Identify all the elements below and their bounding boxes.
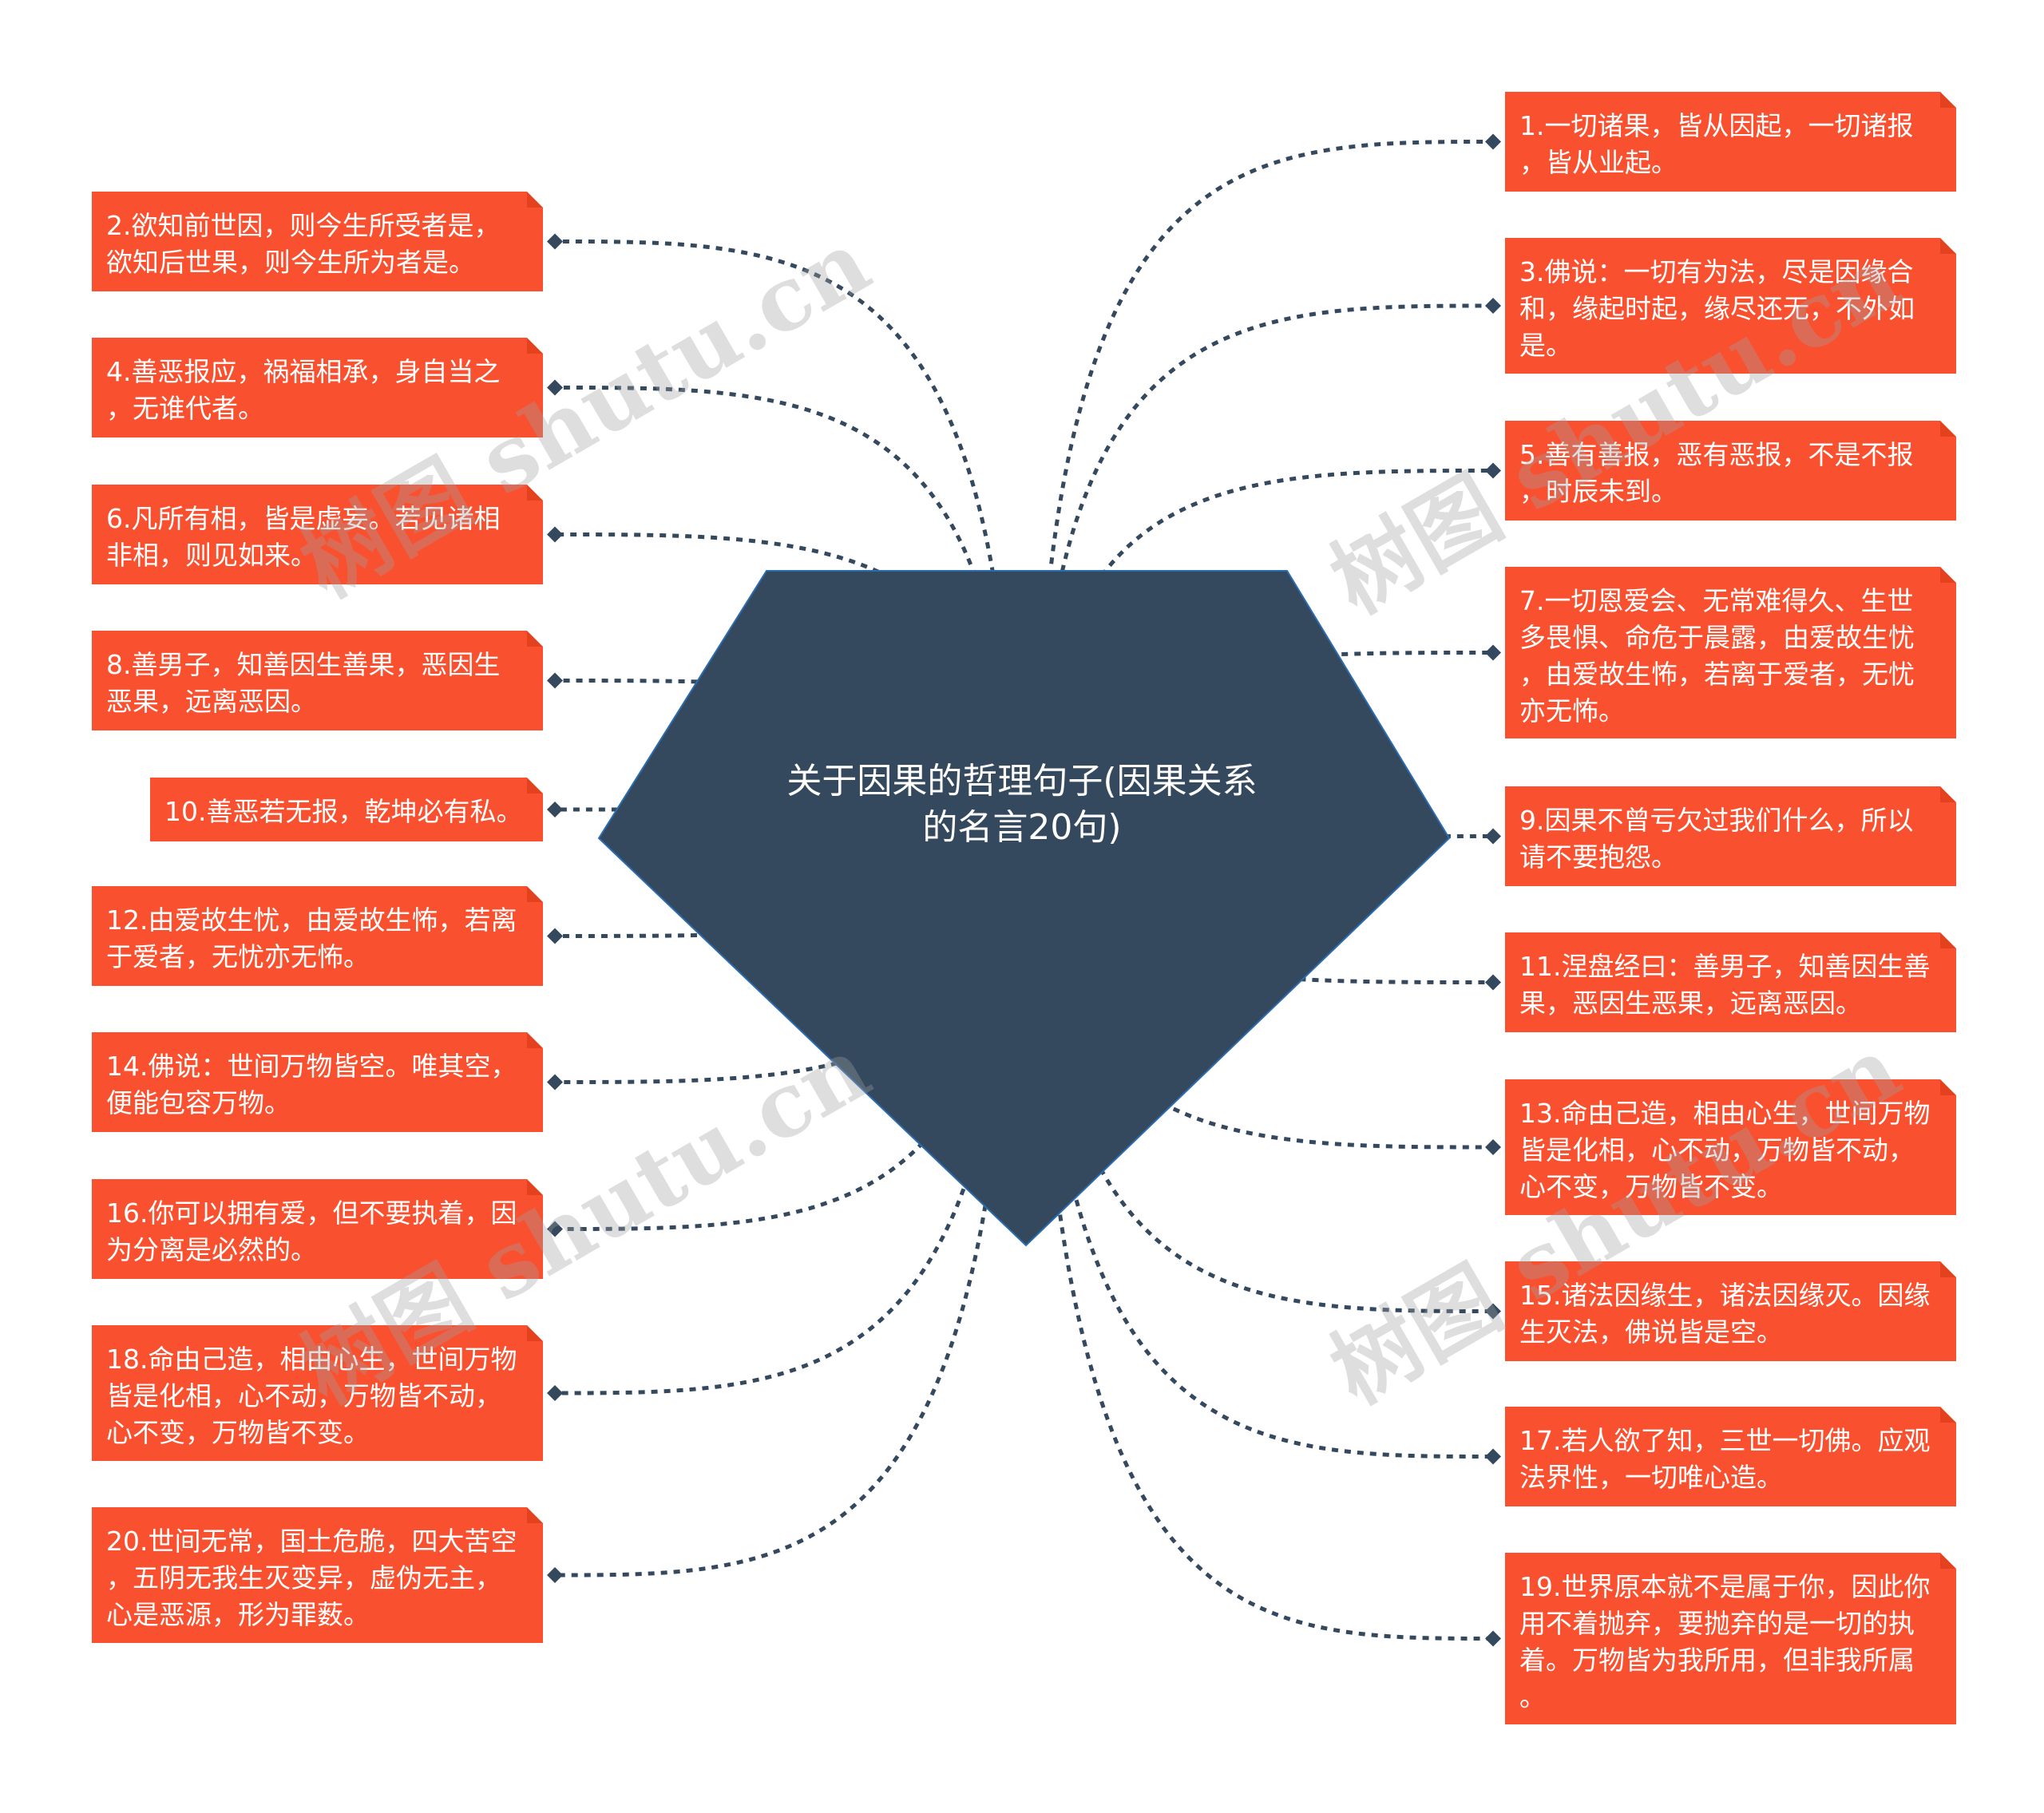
topic-node-7[interactable]: 7.一切恩爱会、无常难得久、生世 多畏惧、命危于晨露，由爱故生忧 ，由爱故生怖，… — [1505, 567, 1956, 738]
topic-node-17[interactable]: 17.若人欲了知，三世一切佛。应观 法界性，一切唯心造。 — [1505, 1407, 1956, 1506]
topic-node-3[interactable]: 3.佛说：一切有为法，尽是因缘合 和，缘起时起，缘尽还无，不外如 是。 — [1505, 238, 1956, 374]
connector-dot-12 — [547, 928, 563, 944]
connector-dot-19 — [1485, 1630, 1501, 1647]
connector-dot-11 — [1485, 974, 1501, 991]
connector-line-16 — [554, 969, 1003, 1231]
connector-line-19 — [1046, 1113, 1494, 1641]
connector-line-20 — [554, 1091, 1003, 1577]
connector-dot-14 — [547, 1074, 563, 1091]
connector-dot-20 — [547, 1567, 563, 1583]
connector-dot-16 — [547, 1221, 563, 1237]
topic-node-2[interactable]: 2.欲知前世因，则今生所受者是， 欲知后世果，则今生所为者是。 — [92, 192, 543, 291]
connector-line-2 — [554, 239, 1003, 625]
connector-dots — [547, 133, 1501, 1647]
connector-dot-10 — [547, 802, 563, 817]
connector-line-11 — [1046, 882, 1494, 984]
topic-node-16[interactable]: 16.你可以拥有爱，但不要执着，因 为分离是必然的。 — [92, 1179, 543, 1279]
connector-line-3 — [1046, 303, 1494, 647]
connector-dot-5 — [1485, 462, 1501, 479]
connector-dot-13 — [1485, 1139, 1501, 1155]
connector-dot-9 — [1485, 828, 1501, 845]
center-topic[interactable]: 关于因果的哲理句子(因果关系的名言20句) — [786, 761, 1258, 848]
topic-node-20[interactable]: 20.世间无常，国土危脆，四大苦空 ，五阴无我生灭变异，虚伪无主， 心是恶源，形… — [92, 1507, 543, 1643]
topic-node-1[interactable]: 1.一切诸果，皆从因起，一切诸报 ，皆从业起。 — [1505, 92, 1956, 192]
connector-dot-6 — [547, 526, 563, 543]
topic-node-14[interactable]: 14.佛说：世间万物皆空。唯其空， 便能包容万物。 — [92, 1032, 543, 1132]
connector-dot-7 — [1485, 644, 1501, 661]
connector-dot-17 — [1485, 1448, 1501, 1465]
center-pentagon[interactable] — [597, 570, 1451, 1247]
connector-line-17 — [1046, 1049, 1494, 1459]
connector-line-8 — [554, 679, 1003, 779]
connector-dot-15 — [1485, 1303, 1501, 1320]
topic-node-19[interactable]: 19.世界原本就不是属于你，因此你 用不着抛弃，要抛弃的是一切的执 着。万物皆为… — [1505, 1553, 1956, 1724]
connector-dot-4 — [547, 379, 563, 396]
topic-node-13[interactable]: 13.命由己造，相由心生，世间万物 皆是化相，心不动，万物皆不动， 心不变，万物… — [1505, 1079, 1956, 1215]
topic-node-12[interactable]: 12.由爱故生忧，由爱故生怖，若离 于爱者，无忧亦无怖。 — [92, 886, 543, 986]
connector-dot-3 — [1485, 298, 1501, 314]
topic-node-9[interactable]: 9.因果不曾亏欠过我们什么，所以 请不要抱怨。 — [1505, 786, 1956, 886]
topic-node-8[interactable]: 8.善男子，知善因生善果，恶因生 恶果，远离恶因。 — [92, 631, 543, 730]
connector-line-1 — [1046, 140, 1494, 590]
topic-node-15[interactable]: 15.诸法因缘生，诸法因缘灭。因缘 生灭法，佛说皆是空。 — [1505, 1261, 1956, 1361]
connector-line-4 — [554, 386, 1003, 676]
topic-node-5[interactable]: 5.善有善报，恶有恶报，不是不报 ，时辰未到。 — [1505, 421, 1956, 521]
connector-dot-2 — [547, 233, 563, 250]
topic-node-11[interactable]: 11.涅盘经曰：善男子，知善因生善 果，恶因生恶果，远离恶因。 — [1505, 932, 1956, 1032]
topic-node-10[interactable]: 10.善恶若无报，乾坤必有私。 — [150, 778, 543, 841]
connector-dot-1 — [1485, 133, 1501, 150]
connector-line-12 — [554, 865, 1003, 938]
topic-node-6[interactable]: 6.凡所有相，皆是虚妄。若见诸相 非相，则见如来。 — [92, 485, 543, 584]
connector-dot-18 — [547, 1385, 563, 1401]
topic-node-18[interactable]: 18.命由己造，相由心生，世间万物 皆是化相，心不动，万物皆不动， 心不变，万物… — [92, 1325, 543, 1461]
connector-dot-8 — [547, 672, 563, 689]
topic-node-4[interactable]: 4.善恶报应，祸福相承，身自当之 ，无谁代者。 — [92, 338, 543, 437]
